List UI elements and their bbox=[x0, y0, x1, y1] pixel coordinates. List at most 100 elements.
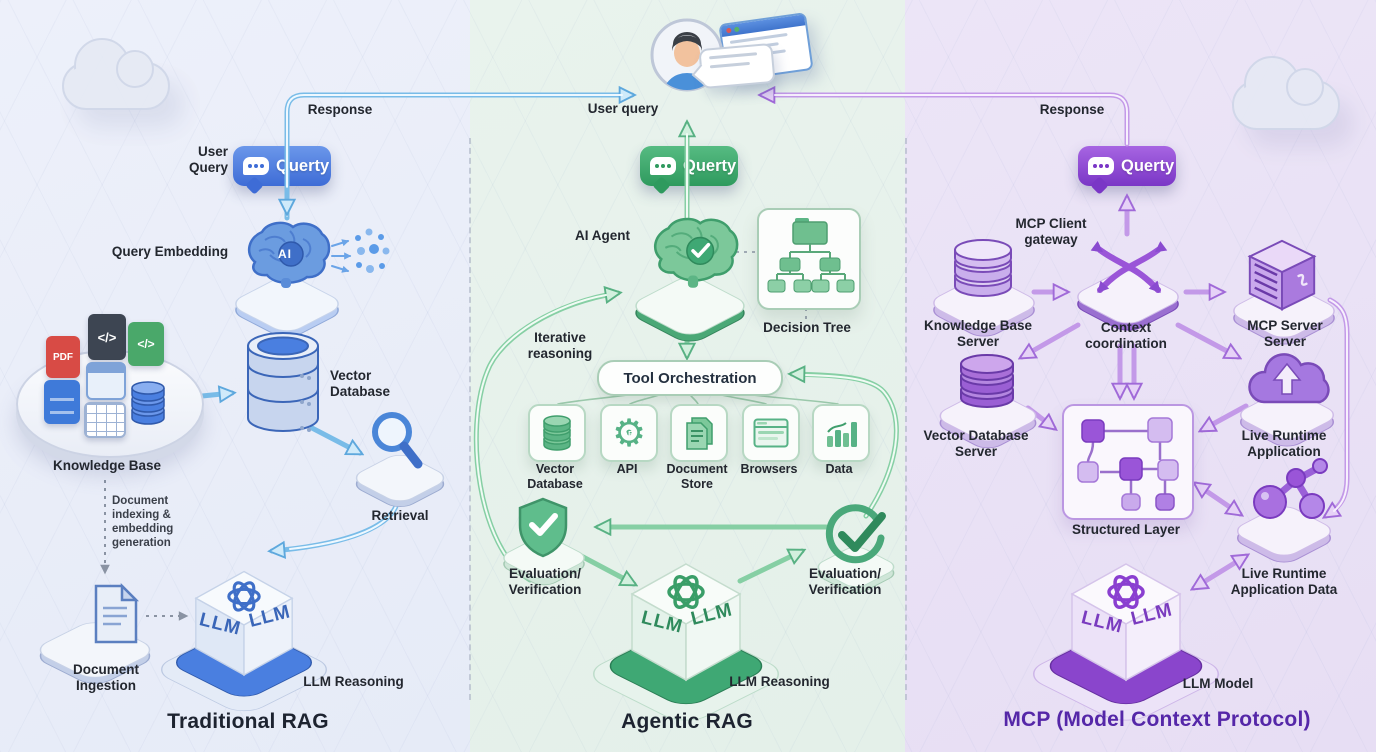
code-file-icon: </> bbox=[88, 314, 126, 360]
vector-database-label: Vector Database bbox=[330, 368, 391, 400]
context-coordination-label: Context coordination bbox=[1085, 320, 1167, 352]
window-file-icon bbox=[86, 362, 126, 400]
embedding-arrows bbox=[331, 239, 352, 273]
document-file-icon bbox=[44, 380, 80, 424]
response-label-traditional: Response bbox=[307, 102, 373, 117]
knowledge-base-label: Knowledge Base bbox=[52, 458, 162, 473]
molecule-data-icon bbox=[1240, 456, 1336, 530]
pdf-text: PDF bbox=[53, 351, 73, 363]
speech-bubble-icon bbox=[698, 42, 776, 90]
decision-tree-box bbox=[757, 208, 861, 310]
tool-label-document-store: Document Store bbox=[666, 462, 728, 492]
documents-icon bbox=[686, 417, 713, 450]
arrow-kb-to-vectordb bbox=[199, 393, 232, 396]
platform bbox=[498, 534, 590, 586]
query-embedding-label: Query Embedding bbox=[111, 244, 229, 259]
arrow-gateway-to-vdbserver bbox=[1022, 322, 1081, 360]
vector-database-server-label: Vector Database Server bbox=[923, 428, 1029, 460]
platform bbox=[228, 274, 346, 337]
ai-agent-label: AI Agent bbox=[575, 228, 630, 243]
column-divider-right bbox=[905, 138, 907, 700]
tool-label-browsers: Browsers bbox=[740, 462, 798, 476]
structured-layer-box bbox=[1062, 404, 1194, 520]
ai-badge: AI bbox=[278, 247, 292, 261]
tool-orchestration-label: Tool Orchestration bbox=[623, 369, 757, 387]
platform bbox=[1230, 504, 1338, 563]
response-label-mcp: Response bbox=[1039, 102, 1105, 117]
mcp-server-server-label: MCP Server Server bbox=[1247, 318, 1323, 350]
document-ingestion-icon bbox=[70, 580, 146, 650]
query-bubble-text: Querty bbox=[683, 156, 737, 175]
circle-check-icon bbox=[820, 500, 890, 570]
shield-check-icon bbox=[512, 494, 574, 560]
query-bubble-mcp: Querty bbox=[1078, 146, 1176, 195]
llm-cube-agentic bbox=[593, 542, 779, 721]
decision-tree-label: Decision Tree bbox=[763, 320, 851, 335]
traditional-flows bbox=[199, 95, 632, 551]
mcp-client-gateway-label: MCP Client gateway bbox=[1015, 216, 1087, 248]
ai-agent-brain-icon bbox=[640, 214, 744, 296]
knowledge-base-server-label: Knowledge Base Server bbox=[923, 318, 1033, 350]
platform bbox=[630, 276, 750, 342]
llm-cube-traditional bbox=[161, 545, 327, 712]
indexing-note: Document indexing & embedding generation bbox=[112, 495, 174, 550]
agentic-rag-title: Agentic RAG bbox=[621, 710, 753, 733]
retrieval-label: Retrieval bbox=[371, 508, 429, 523]
mcp-title: MCP (Model Context Protocol) bbox=[1003, 708, 1311, 731]
llm-cube-mcp bbox=[1033, 542, 1219, 721]
cloud-icon bbox=[62, 38, 170, 110]
mcp-flows bbox=[762, 95, 1350, 588]
ai-brain-icon bbox=[235, 218, 335, 298]
arrow-gateway-to-liveapp bbox=[1175, 322, 1238, 360]
evaluation-left-label: Evaluation/ Verification bbox=[508, 566, 582, 598]
dotted-connectors bbox=[100, 251, 807, 621]
arrow-structured-livedata bbox=[1196, 484, 1240, 514]
llm-model-label: LLM Model bbox=[1182, 676, 1254, 691]
code-text: </> bbox=[97, 329, 117, 345]
bar-chart-icon bbox=[827, 422, 857, 447]
tool-orchestration-box: Tool Orchestration bbox=[597, 360, 783, 396]
llm-reasoning-label-agentic: LLM Reasoning bbox=[729, 674, 830, 689]
chat-icon bbox=[243, 157, 269, 175]
vector-database-icon bbox=[240, 326, 326, 450]
cloud-icon bbox=[1232, 56, 1340, 130]
tool-api: ⚙ API bbox=[600, 404, 658, 462]
arrow-liveapp-to-structured bbox=[1202, 403, 1249, 433]
tool-browsers bbox=[742, 404, 800, 462]
tool-label-api: API bbox=[616, 462, 638, 476]
mcp-server-icon bbox=[1242, 234, 1322, 316]
evaluation-right-label: Evaluation/ Verification bbox=[808, 566, 882, 598]
spreadsheet-icon bbox=[84, 402, 126, 438]
arrow-llm-to-evalright bbox=[737, 548, 802, 584]
agentic-flows bbox=[473, 124, 899, 587]
tool-data bbox=[812, 404, 870, 462]
cloud-upload-icon bbox=[1242, 346, 1332, 412]
mini-database-icon bbox=[128, 380, 168, 428]
gateway-crossing-arrows-icon bbox=[1086, 240, 1172, 300]
query-bubble-text: Querty bbox=[1121, 156, 1175, 175]
gear-api-icon: ⚙ API bbox=[609, 413, 649, 453]
gear-api-text: API bbox=[622, 429, 636, 438]
iterative-reasoning-label: Iterative reasoning bbox=[527, 330, 593, 362]
embedding-dots bbox=[355, 228, 390, 273]
database-icon bbox=[543, 415, 571, 451]
chat-icon bbox=[650, 157, 676, 175]
live-runtime-application-data-label: Live Runtime Application Data bbox=[1230, 566, 1338, 598]
platform bbox=[934, 388, 1042, 449]
live-runtime-application-label: Live Runtime Application bbox=[1241, 428, 1327, 460]
pdf-file-icon: PDF bbox=[46, 336, 80, 378]
column-divider-left bbox=[469, 138, 471, 700]
user-query-side-label: User Query bbox=[188, 144, 228, 176]
tool-label-data: Data bbox=[825, 462, 853, 476]
vector-database-server-icon bbox=[954, 352, 1020, 416]
chat-icon bbox=[1088, 157, 1114, 175]
llm-reasoning-label: LLM Reasoning bbox=[303, 674, 404, 689]
arrow-livedata-llmmodel bbox=[1194, 556, 1246, 588]
platform bbox=[812, 544, 900, 594]
arrow-vectordb-to-retrieval bbox=[309, 425, 360, 456]
knowledge-base-server-icon bbox=[948, 238, 1018, 304]
user-query-label: User query bbox=[587, 101, 659, 116]
code-file-green-icon: </> bbox=[128, 322, 164, 366]
